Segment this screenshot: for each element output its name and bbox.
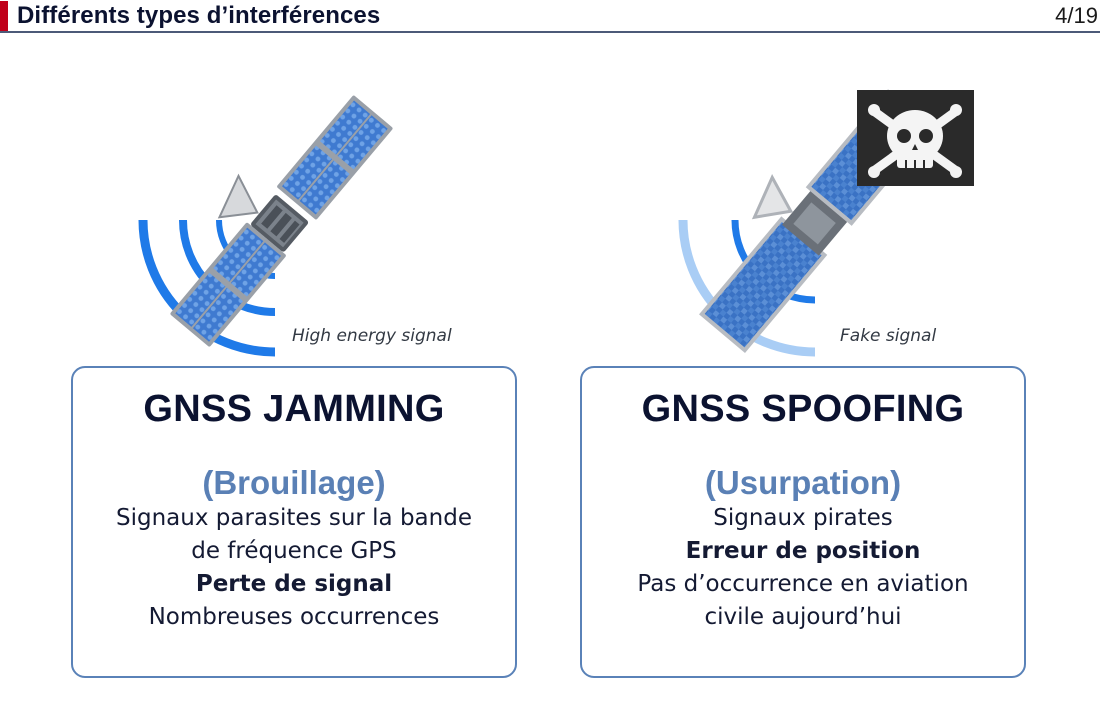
header-divider [0,31,1100,33]
spoofing-illustration: Fake signal [675,60,1015,360]
card-subtitle: (Brouillage) [202,464,386,501]
slide-header: Différents types d’interférences 4/19 [0,0,1100,34]
description-line: Signaux pirates [713,505,893,531]
header-accent-bar [0,1,8,31]
spoofing-caption: Fake signal [840,326,937,346]
description-line: Signaux parasites sur la bande [116,505,472,531]
description-line-emphasis: Erreur de position [685,538,921,564]
card-description: Signaux parasites sur la bande de fréque… [73,502,515,634]
page-number: 4/19 [1055,3,1098,28]
pixelated-satellite-icon [678,89,974,357]
card-subtitle: (Usurpation) [704,464,902,501]
jamming-caption: High energy signal [292,326,452,346]
skull-crossbones-icon [857,90,974,186]
card-description: Signaux pirates Erreur de position Pas d… [582,502,1024,634]
slide-title: Différents types d’interférences [17,2,381,29]
description-line: de fréquence GPS [191,538,397,564]
description-line: Pas d’occurrence en aviation [637,571,969,597]
description-line-emphasis: Perte de signal [195,571,393,597]
jamming-card: GNSS JAMMING (Brouillage) Signaux parasi… [71,366,517,678]
description-line: civile aujourd’hui [704,604,902,630]
description-line: Nombreuses occurrences [148,604,440,630]
satellite-icon [138,95,393,357]
card-title: GNSS JAMMING [143,388,445,430]
jamming-illustration: High energy signal [130,60,470,360]
card-title: GNSS SPOOFING [641,388,965,430]
spoofing-card: GNSS SPOOFING (Usurpation) Signaux pirat… [580,366,1026,678]
